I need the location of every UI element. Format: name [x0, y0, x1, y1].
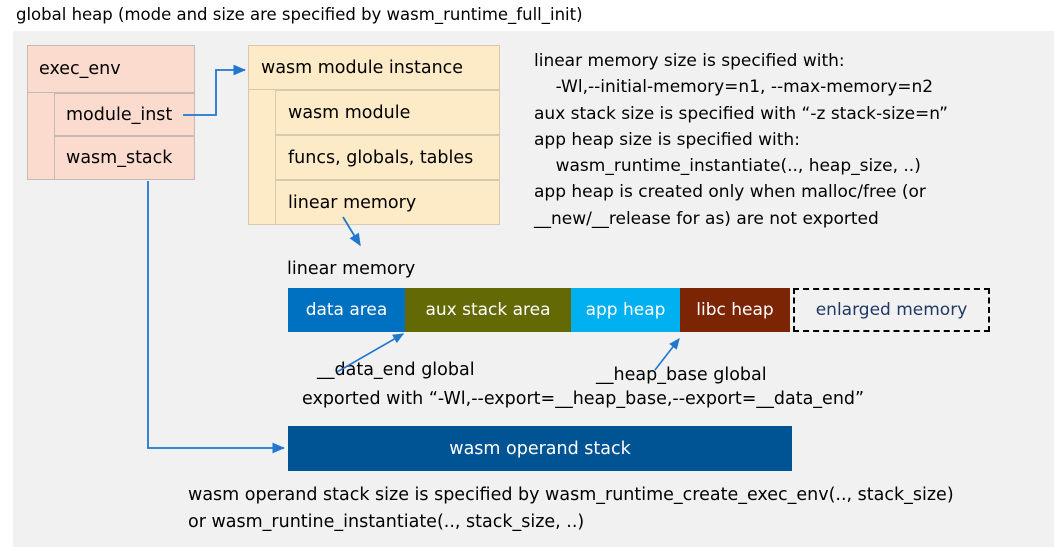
exec-env-title-cell: exec_env [27, 45, 195, 93]
memory-segment-app-heap: app heap [571, 288, 680, 332]
operand-stack-notes: wasm operand stack size is specified by … [188, 485, 954, 532]
wasm-module-instance-label: wasm module instance [261, 57, 464, 78]
memory-segment-label: aux stack area [425, 300, 551, 320]
funcs-globals-tables-label: funcs, globals, tables [288, 147, 474, 168]
memory-segment-data-area: data area [288, 288, 405, 332]
module-field-wasm-module: wasm module [275, 90, 500, 135]
memory-segment-libc-heap: libc heap [680, 288, 790, 332]
exec-env-label: exec_env [39, 59, 121, 79]
linear-memory-caption: linear memory [287, 259, 416, 279]
heap-base-annotation: __heap_base global [596, 365, 767, 385]
runtime-config-notes: linear memory size is specified with: -W… [534, 51, 948, 229]
linear-memory-bar: data area aux stack area app heap libc heap… [288, 288, 990, 332]
module-inst-label: module_inst [66, 104, 173, 125]
wasm-stack-label: wasm_stack [66, 148, 173, 168]
memory-segment-label: data area [305, 300, 388, 320]
wasm-module-label: wasm module [288, 102, 411, 123]
wasm-operand-stack-label: wasm operand stack [449, 438, 631, 459]
memory-segment-enlarged-memory: enlarged memory [793, 288, 990, 332]
wasm-operand-stack-box: wasm operand stack [288, 426, 792, 471]
module-field-funcs-globals-tables: funcs, globals, tables [275, 135, 500, 180]
memory-segment-label: libc heap [696, 300, 774, 320]
exported-with-annotation: exported with “-Wl,--export=__heap_base,… [302, 389, 865, 409]
memory-segment-label: app heap [585, 300, 666, 320]
page-title: global heap (mode and size are specified… [16, 5, 583, 24]
module-field-linear-memory: linear memory [275, 180, 500, 225]
exec-env-field-wasm-stack: wasm_stack [54, 136, 195, 180]
memory-segment-aux-stack-area: aux stack area [405, 288, 571, 332]
exec-env-field-module-inst: module_inst [54, 93, 195, 136]
wasm-module-instance-title-cell: wasm module instance [248, 45, 500, 90]
data-end-annotation: __data_end global [317, 360, 475, 380]
linear-memory-field-label: linear memory [288, 192, 417, 213]
memory-segment-label: enlarged memory [815, 300, 968, 320]
